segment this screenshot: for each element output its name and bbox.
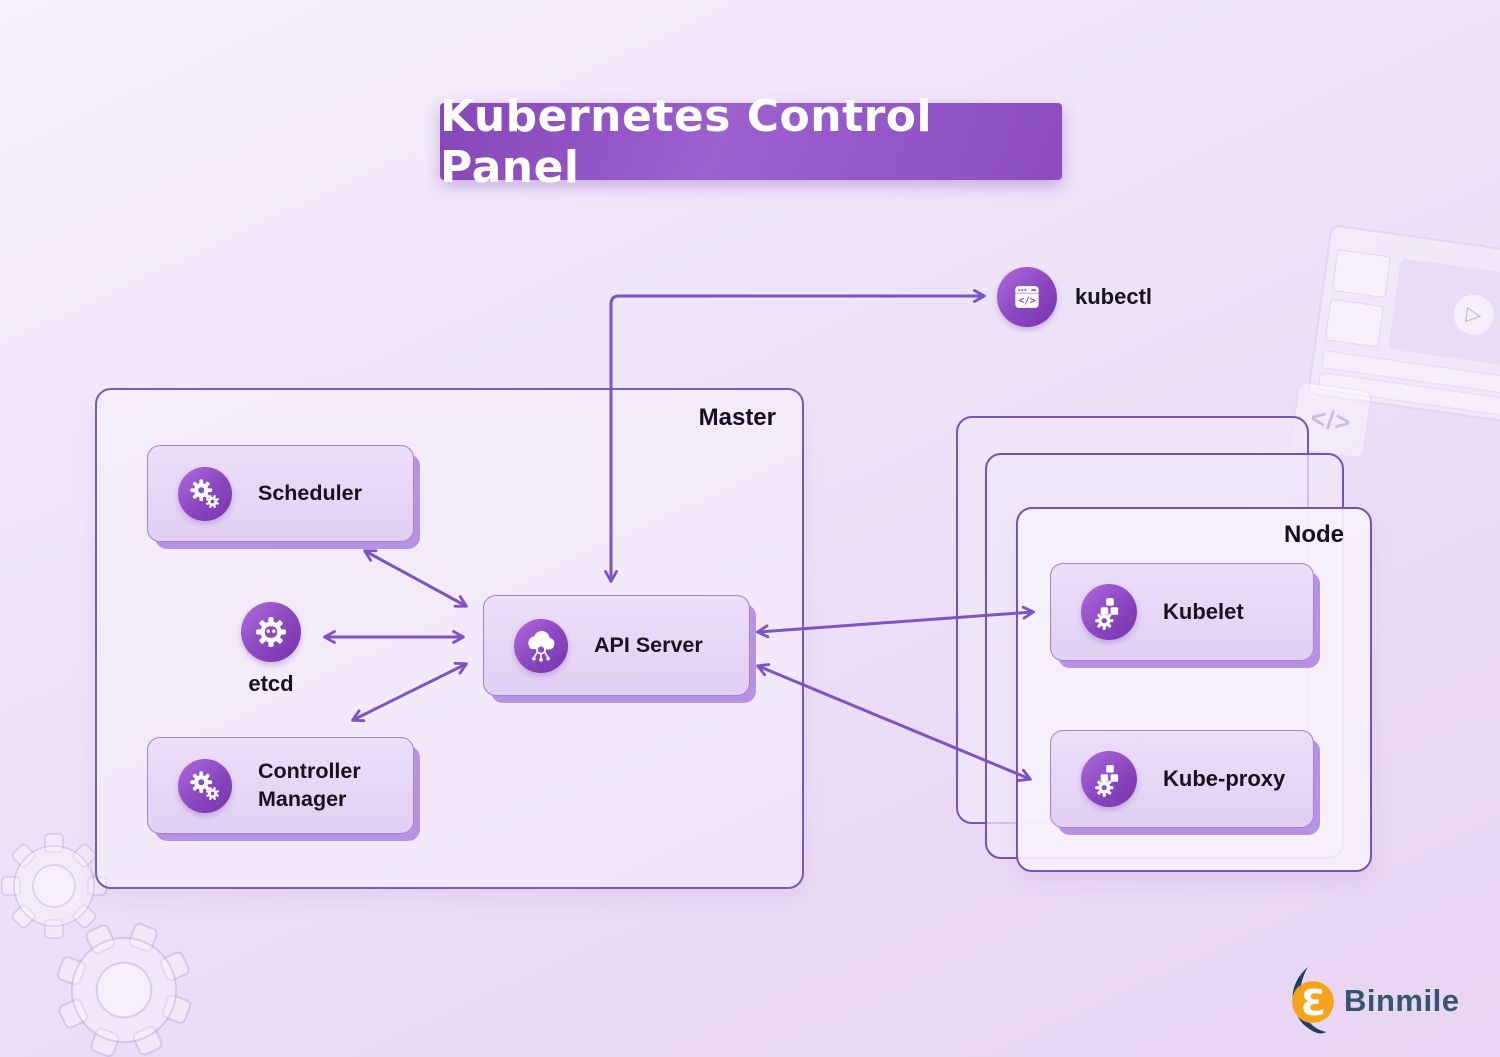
kube-proxy-label: Kube-proxy [1163,765,1286,791]
brand-logo: 3 Binmile [1286,966,1459,1036]
gears-icon [178,466,232,521]
binmile-icon: 3 [1291,967,1335,1034]
master-group: Master [95,388,804,889]
decoration-thumbnail [1324,298,1385,348]
gear-face-icon [241,602,301,662]
api-server-box: API Server [483,595,750,696]
cloud-network-icon [514,618,568,673]
etcd-label: etcd [248,671,294,696]
kubelet-label: Kubelet [1163,598,1244,624]
node-group-label: Node [1284,521,1344,548]
cubes-gear-icon [1081,584,1137,640]
brand-name: Binmile [1344,983,1460,1018]
svg-text:3: 3 [1300,983,1325,1024]
node-group: Node [1016,507,1372,872]
kubectl-node: </> kubectl [997,267,1152,327]
scheduler-box: Scheduler [147,445,414,542]
background-gears-decoration [1,833,192,1057]
code-window-icon: </> [997,267,1057,327]
controller-manager-box: Controller Manager [147,737,414,834]
controller-manager-label: Controller Manager [258,758,361,811]
decoration-video-area: ▷ [1388,258,1500,370]
svg-text:</>: </> [1018,295,1036,306]
play-icon: ▷ [1451,292,1497,338]
master-group-label: Master [698,404,776,431]
etcd-node: etcd [211,602,331,699]
kubelet-box: Kubelet [1050,563,1314,661]
gears-icon [178,758,232,813]
api-server-label: API Server [594,632,703,657]
kubectl-label: kubectl [1075,283,1153,309]
decoration-thumbnail [1331,249,1392,299]
kube-proxy-box: Kube-proxy [1050,730,1314,828]
title-banner: Kubernetes Control Panel [440,91,1062,193]
scheduler-label: Scheduler [258,480,362,505]
page-title: Kubernetes Control Panel [440,90,933,193]
cubes-gear-icon [1081,751,1137,807]
